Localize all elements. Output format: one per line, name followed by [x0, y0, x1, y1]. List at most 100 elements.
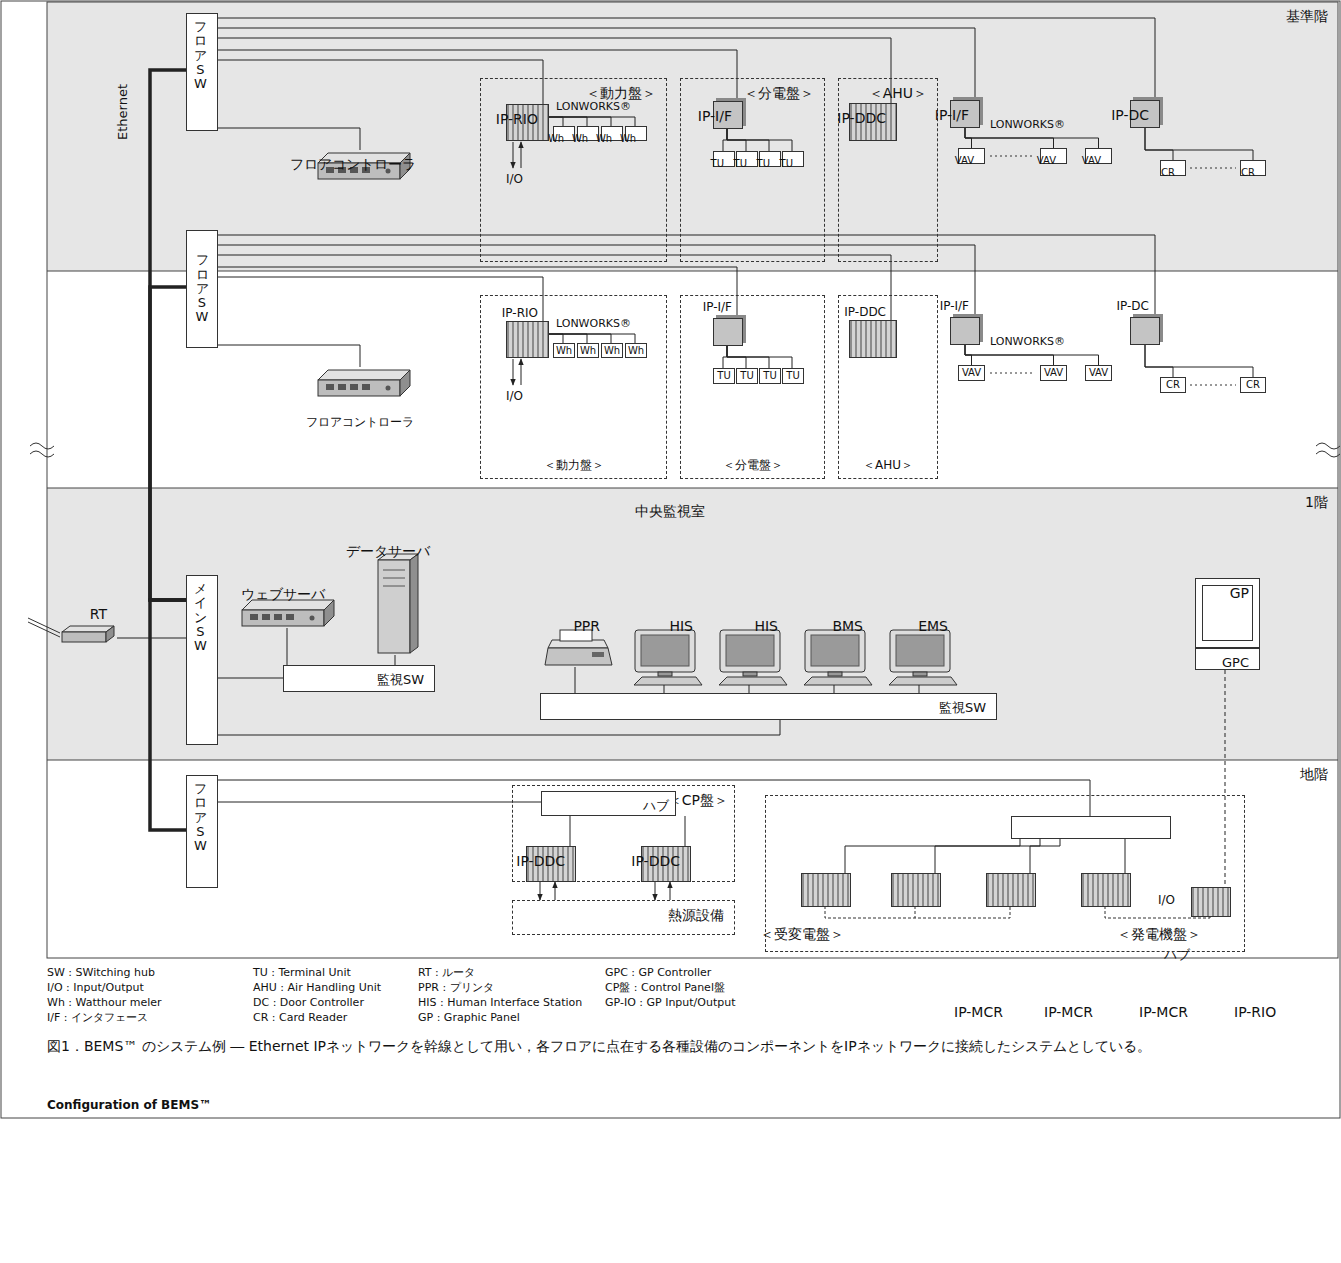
controller-rack: IP-MCR: [986, 873, 1036, 907]
caption-english: Configuration of BEMS™: [47, 1098, 211, 1112]
panel-group: ＜AHU＞ IP-DDC: [838, 295, 938, 479]
terminal-box: CR: [1240, 160, 1266, 176]
bus-label: LONWORKS®: [556, 317, 631, 330]
network-line: [549, 334, 611, 343]
terminal-box: CR: [1240, 377, 1266, 393]
hub-box: ハブ: [1011, 816, 1171, 839]
node-text: IP-I/F: [940, 299, 969, 313]
node-text: Wh: [572, 133, 588, 145]
node-text: TU: [711, 158, 724, 170]
node-text: フロアSW: [196, 253, 209, 324]
controller-rack: IP-MCR: [801, 873, 851, 907]
node-text: 熱源設備: [668, 907, 724, 924]
node-text: TU: [717, 370, 730, 382]
abbreviation-note: DC : Door Controller: [253, 996, 364, 1009]
node-text: VAV: [1089, 367, 1108, 379]
node-text: IP-DDC: [844, 305, 886, 319]
node-text: ＜AHU＞: [863, 458, 913, 472]
interface-unit: IP-I/F: [713, 318, 743, 346]
switch-box: フロアSW: [186, 775, 218, 888]
network-line: [549, 334, 635, 343]
equipment-group: 熱源設備: [512, 900, 735, 935]
network-line: [218, 267, 737, 318]
node-text: IP-DC: [1117, 299, 1149, 313]
node-text: TU: [763, 370, 776, 382]
panel-group: ＜分電盤＞IP-I/FTUTUTUTU: [680, 78, 825, 262]
network-line: [845, 839, 1020, 873]
bus-label: LONWORKS®: [990, 335, 1065, 348]
terminal-box: Wh: [601, 343, 623, 358]
network-line: [218, 235, 1155, 317]
abbreviation-note: GP : Graphic Panel: [418, 1011, 520, 1024]
floor-band: 1階RTメインSWウェブサーバデータサーバ監視SWPPRHISHISBMSEMS…: [47, 488, 1338, 760]
network-line: [685, 816, 686, 846]
node-text: ＜分電盤＞: [744, 85, 814, 102]
controller-rack: GP-IO: [1191, 887, 1231, 917]
device-icon: HIS: [625, 612, 703, 685]
interface-unit: IP-I/F: [713, 101, 743, 129]
node-text: データサーバ: [346, 543, 430, 560]
network-line: [670, 882, 671, 900]
node-text: Wh: [556, 345, 572, 357]
network-line: [834, 685, 835, 693]
abbreviation-note: I/F : インタフェース: [47, 1011, 148, 1024]
floor-band: 地階フロアSW＜CP盤＞ハブIP-DDCIP-DDC熱源設備＜受変電盤＞＜発電機…: [47, 760, 1338, 958]
hub-box: 監視SW: [540, 693, 997, 720]
controller-rack: IP-RIO: [506, 104, 549, 141]
node-text: CR: [1166, 379, 1180, 391]
terminal-box: Wh: [625, 343, 647, 358]
node-text: フロアSW: [194, 782, 207, 853]
node-text: TU: [786, 370, 799, 382]
terminal-box: Wh: [553, 126, 575, 141]
node-text: CR: [1161, 167, 1175, 179]
network-line: [549, 117, 611, 126]
node-text: 1階: [1305, 494, 1328, 511]
node-text: TU: [740, 370, 753, 382]
interface-unit: IP-DC: [1130, 317, 1160, 345]
network-label: Ethernet: [115, 84, 131, 140]
network-line: [549, 117, 635, 126]
network-line: [1145, 128, 1253, 160]
abbreviation-note: CR : Card Reader: [253, 1011, 347, 1024]
network-line: [218, 18, 1155, 100]
node-text: ウェブサーバ: [241, 586, 325, 603]
device-icon: PPR: [540, 612, 610, 667]
panel-group: ＜AHU＞IP-DDC: [838, 78, 938, 262]
node-text: IP-I/F: [703, 300, 732, 314]
controller-rack: IP-DDC: [526, 846, 576, 882]
network-line: [749, 685, 750, 693]
network-line: [117, 638, 186, 639]
terminal-box: TU: [759, 151, 781, 167]
node-text: TU: [757, 158, 770, 170]
node-text: TU: [780, 158, 793, 170]
network-line: [570, 816, 571, 846]
switch-box: メインSW: [186, 575, 218, 745]
abbreviation-note: HIS : Human Interface Station: [418, 996, 582, 1009]
network-line: [549, 117, 587, 126]
terminal-box: TU: [759, 368, 781, 384]
interface-unit: IP-I/F: [950, 100, 980, 128]
panel-group: ＜CP盤＞ハブIP-DDCIP-DDC: [512, 785, 735, 882]
network-line: [218, 255, 891, 320]
controller-rack: IP-RIO: [506, 321, 549, 358]
node-text: Wh: [628, 345, 644, 357]
network-line: [218, 345, 360, 367]
controller-rack: IP-RIO: [1081, 873, 1131, 907]
node-text: メインSW: [194, 582, 207, 653]
switch-box: フロアSW: [186, 13, 218, 131]
node-text: HIS: [754, 618, 778, 635]
io-label: I/O: [506, 389, 523, 403]
node-text: Wh: [620, 133, 636, 145]
terminal-box: TU: [713, 368, 735, 384]
hub-box: GPC: [1195, 648, 1260, 670]
panel-group: ＜分電盤＞IP-I/FTUTUTUTU: [680, 295, 825, 479]
network-line: [1145, 345, 1253, 377]
node-text: BMS: [832, 618, 863, 635]
node-text: IP-RIO: [502, 306, 538, 320]
abbreviation-note: TU : Terminal Unit: [253, 966, 351, 979]
panel-group: ＜受変電盤＞＜発電機盤＞ハブIP-MCRIP-MCRIP-MCRIP-RIOGP…: [765, 795, 1245, 952]
terminal-box: VAV: [958, 148, 985, 164]
network-line: [1145, 345, 1173, 377]
